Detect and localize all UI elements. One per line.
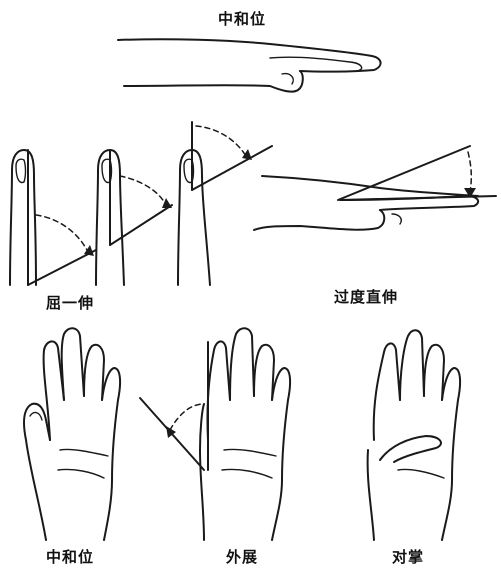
label-bottom-neutral: 中和位 [46,546,94,567]
abduction-hand [140,328,290,540]
neutral-side-view-hand [118,39,381,91]
flexion-finger-2 [96,150,172,285]
opposition-hand [368,330,460,540]
hyperextension-hand [254,146,496,230]
flexion-finger-1 [10,150,96,285]
neutral-palm-hand [24,328,120,540]
label-flexion-extension: 屈一伸 [46,292,94,313]
label-hyperextension: 过度直伸 [334,286,398,307]
flexion-finger-3 [178,122,272,285]
label-opposition: 对掌 [392,546,424,567]
label-abduction: 外展 [226,546,258,567]
label-top-neutral: 中和位 [218,8,266,29]
